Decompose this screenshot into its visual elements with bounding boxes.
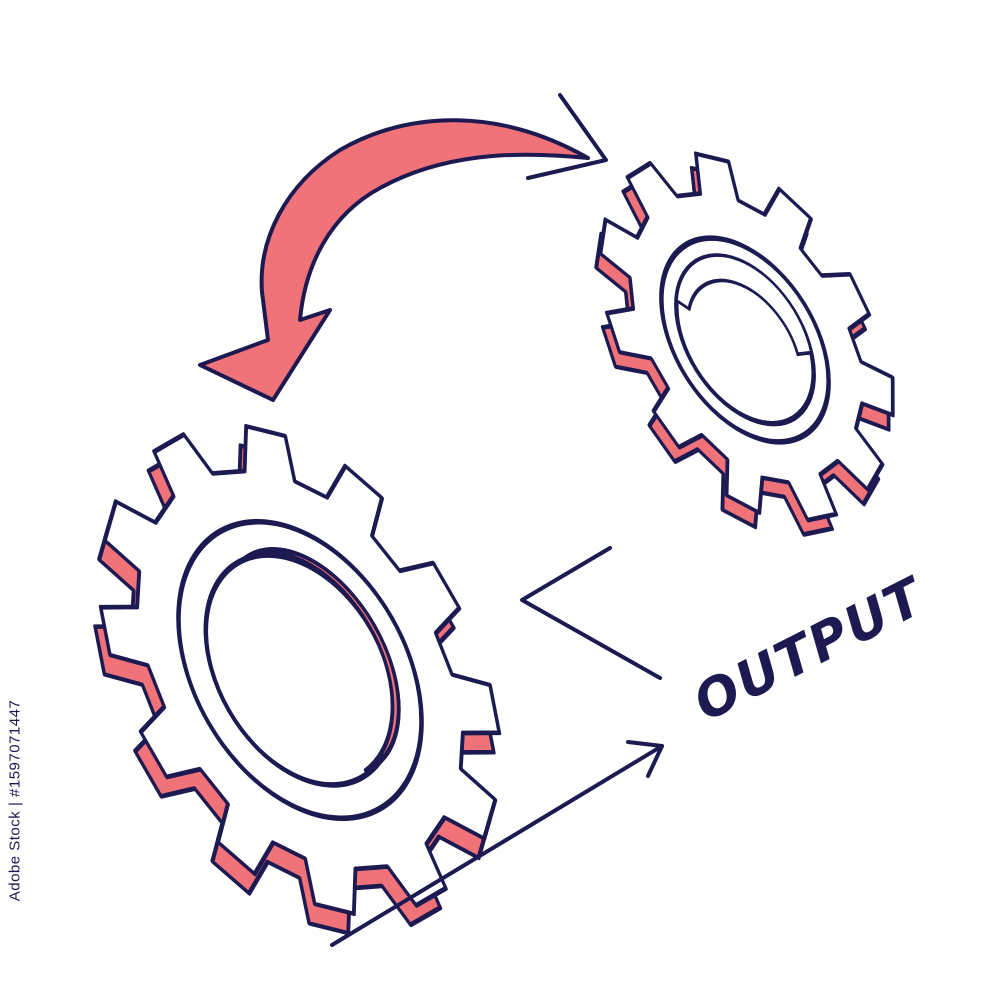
output-arrow-shaft <box>330 744 664 947</box>
small-gear-icon <box>594 151 895 537</box>
output-label: OUTPUT <box>685 566 936 734</box>
curved-arrow-icon <box>198 93 608 402</box>
bracket-line <box>520 546 662 680</box>
large-gear-icon <box>93 423 502 936</box>
stock-id-watermark: Adobe Stock | #1597071447 <box>4 600 26 1000</box>
output-arrow-icon <box>626 740 664 778</box>
output-lines <box>330 546 664 947</box>
stock-id-text: Adobe Stock | #1597071447 <box>6 699 24 901</box>
